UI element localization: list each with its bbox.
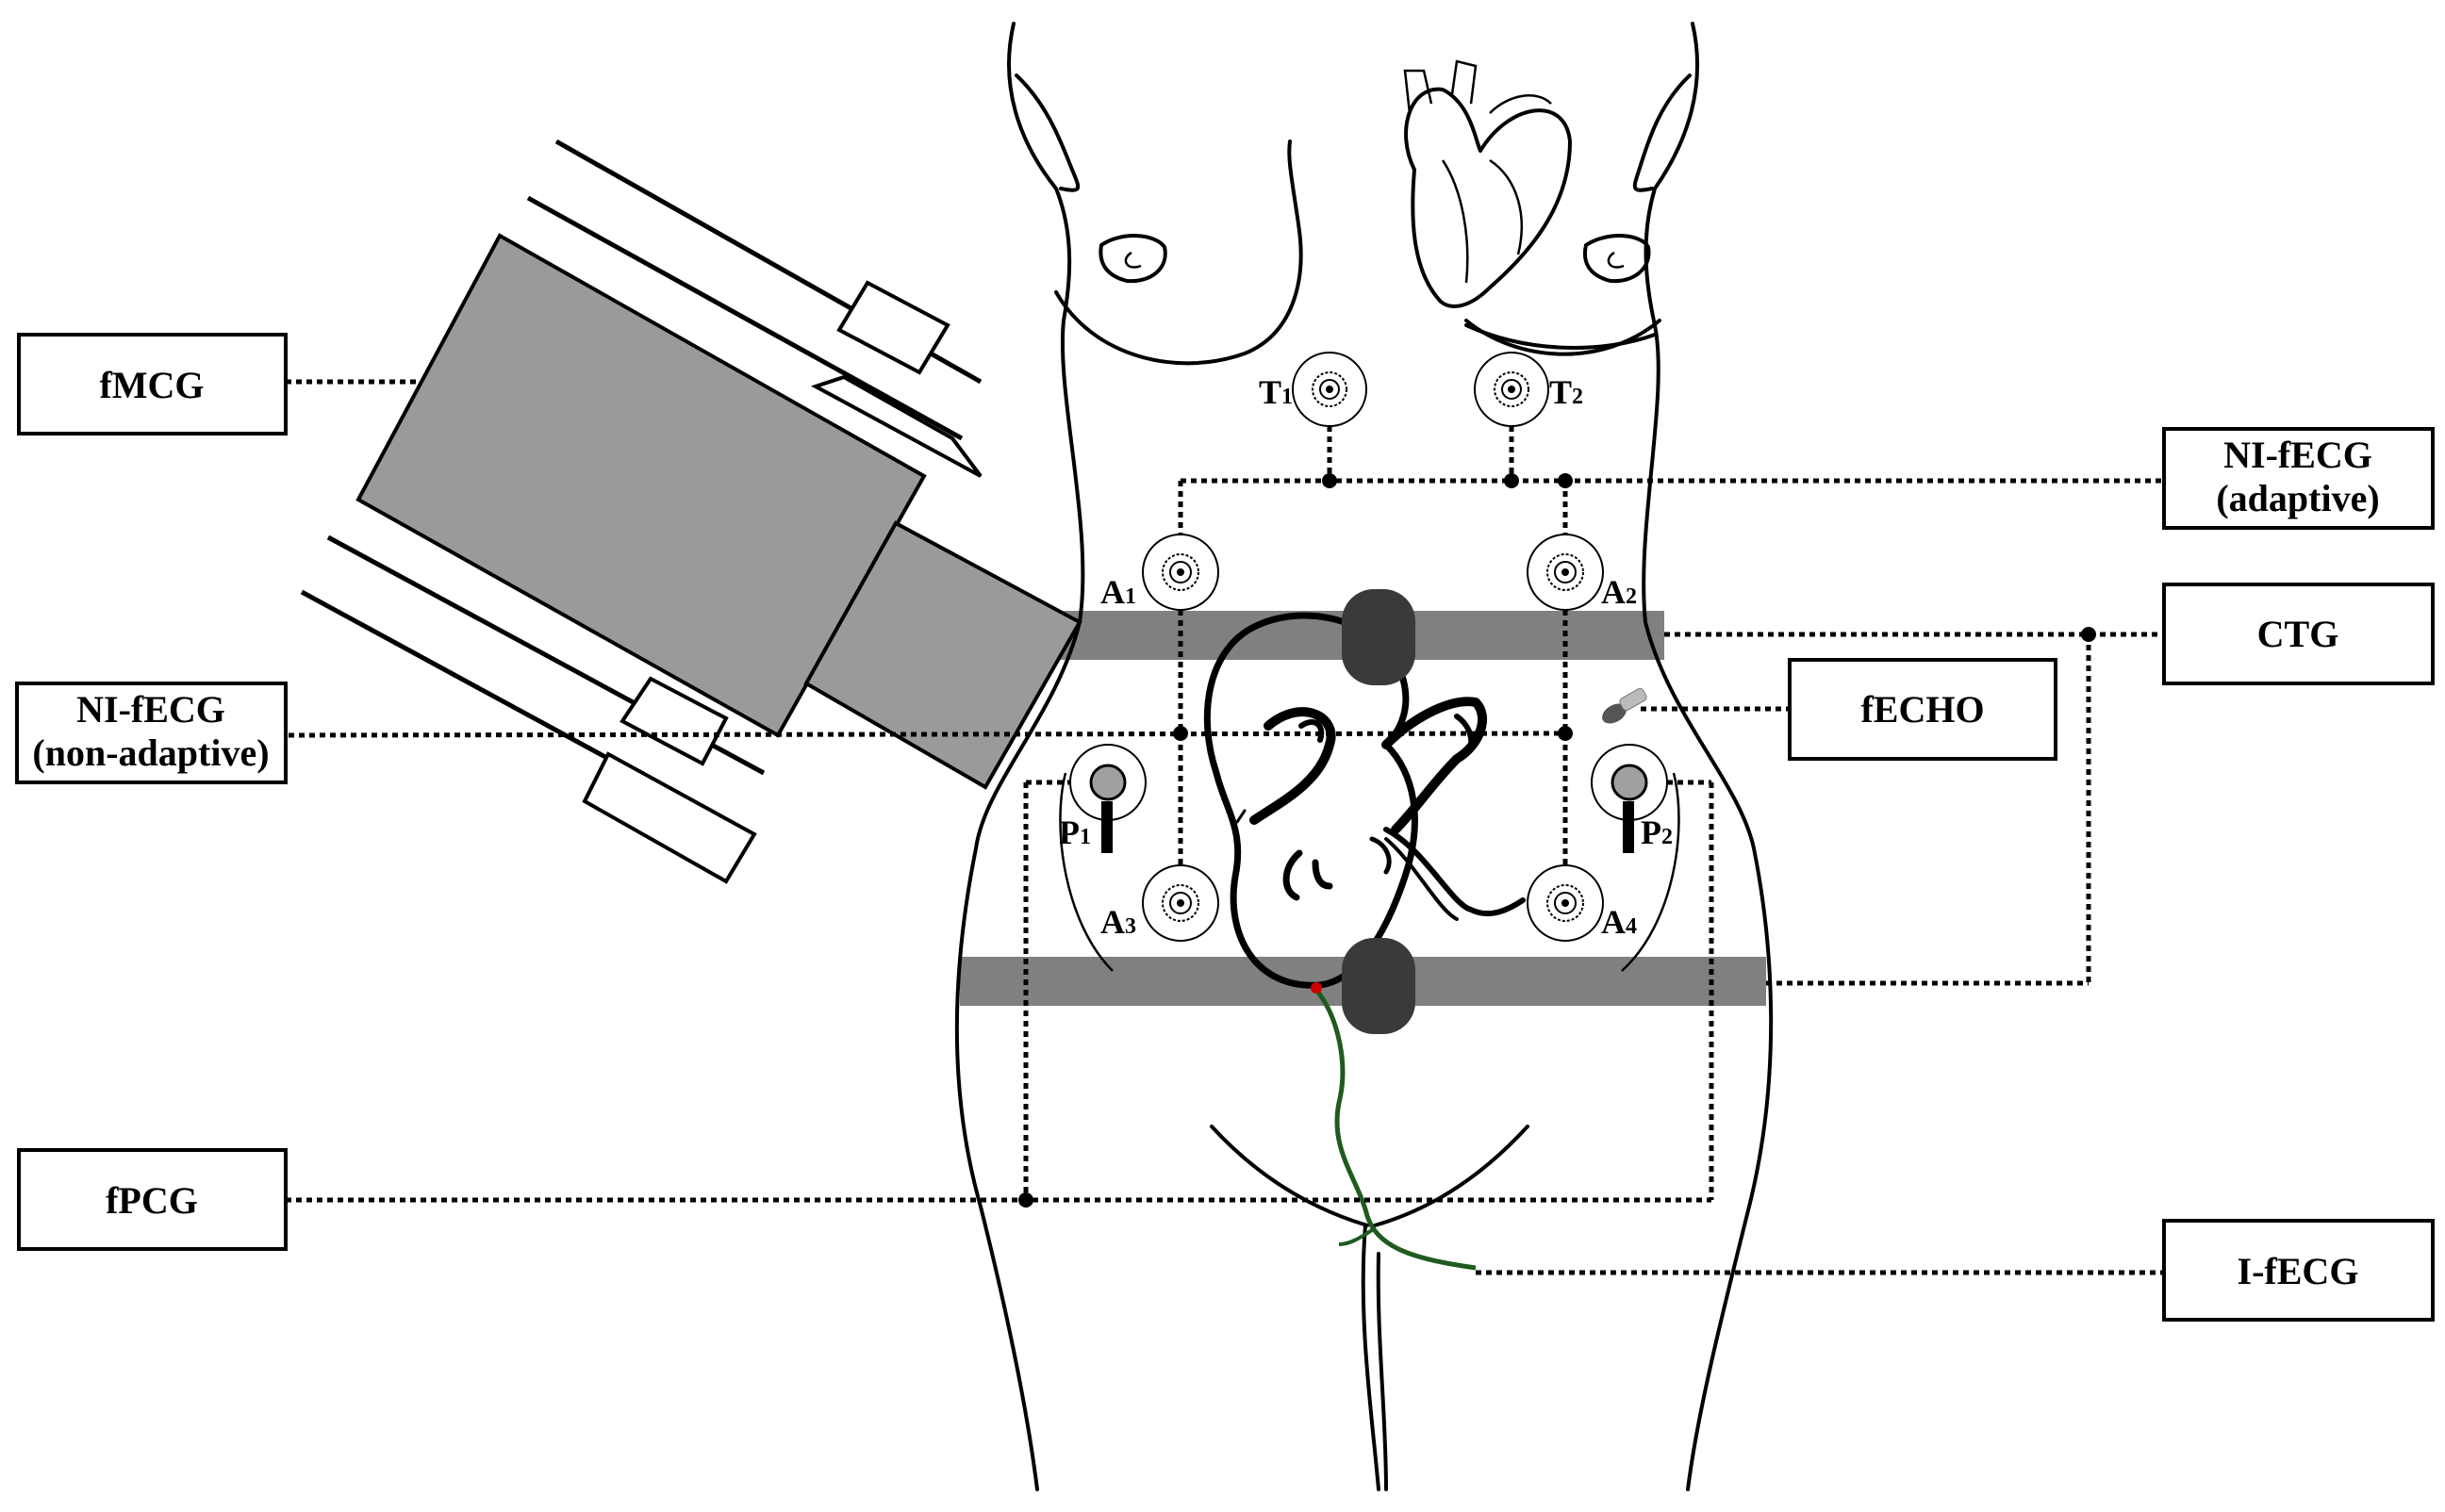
electrode-labels: T1 T2 A1 A2 A3 A4 P1 P2 (1059, 373, 1673, 941)
label-a4: A4 (1601, 903, 1637, 941)
scalp-electrode-tip (1311, 982, 1322, 994)
groin-left (1210, 1125, 1369, 1227)
fetus-arm-inner (1298, 719, 1325, 743)
phonocardiography-sensors (1069, 744, 1668, 853)
electrode-a4 (1527, 864, 1604, 942)
left-arm-contour (1015, 74, 1081, 192)
fetus-ear (1369, 836, 1392, 875)
label-box-fpcg: fPCG (17, 1148, 288, 1251)
right-nipple-center (1607, 251, 1625, 269)
label-t1: T1 (1259, 373, 1293, 411)
label-box-ni-fecg-non-adaptive: NI-fECG (non-adaptive) (15, 682, 288, 784)
fpcg-label: fPCG (106, 1179, 198, 1222)
left-body-contour (954, 22, 1085, 1491)
label-box-i-fecg: I-fECG (2162, 1219, 2435, 1322)
label-p1: P1 (1059, 814, 1091, 851)
right-hip-curve (1621, 772, 1680, 972)
upper-ctg-transducer (1342, 589, 1415, 685)
left-breast (1054, 140, 1303, 366)
ultrasound-probe-icon (1602, 687, 1647, 724)
label-a1: A1 (1100, 573, 1136, 611)
maternal-body-outline (954, 22, 1774, 1491)
left-hip-curve (1059, 772, 1114, 972)
ni-fecg-non-adaptive-label-line1: NI-fECG (76, 688, 225, 731)
fetus-eye (1282, 849, 1303, 901)
label-a3: A3 (1100, 903, 1136, 941)
maternal-heart-icon (1403, 59, 1572, 308)
right-arm-contour (1632, 74, 1692, 192)
right-nipple (1583, 234, 1651, 284)
scalp-electrode (1311, 982, 1477, 1271)
scalp-electrode-wire (1314, 988, 1477, 1271)
fetus-arm (1249, 707, 1336, 825)
ni-fecg-non-adaptive-label-line2: (non-adaptive) (32, 731, 269, 774)
inner-leg-right (1376, 1252, 1388, 1491)
label-a2: A2 (1601, 573, 1637, 611)
fetus-mouth (1312, 859, 1333, 890)
sensor-p1 (1069, 744, 1147, 853)
lower-ctg-transducer (1342, 938, 1415, 1034)
label-box-ni-fecg-adaptive: NI-fECG (adaptive) (2162, 427, 2435, 530)
label-box-fmcg: fMCG (17, 333, 288, 436)
groin-right (1373, 1125, 1529, 1227)
label-p2: P2 (1641, 814, 1673, 851)
ni-fecg-adaptive-label-line2: (adaptive) (2216, 477, 2379, 519)
electrode-a2 (1527, 534, 1604, 611)
left-nipple (1099, 234, 1167, 284)
i-fecg-label: I-fECG (2238, 1250, 2359, 1292)
ctg-label: CTG (2257, 613, 2339, 655)
electrode-a1 (1142, 534, 1219, 611)
fetus-illustration (1203, 612, 1526, 989)
umbilical-cord (1383, 827, 1526, 917)
fecho-label: fECHO (1860, 688, 1984, 731)
umbilical-cord-inner (1384, 837, 1459, 921)
right-breast-underline (1464, 323, 1657, 350)
electrode-t1 (1292, 352, 1367, 427)
thoracic-electrodes (1292, 352, 1549, 427)
electrode-a3 (1142, 864, 1219, 942)
fetus-foot (1454, 714, 1475, 757)
fmcg-magnetometer (300, 139, 1082, 884)
ni-fecg-adaptive-label-line1: NI-fECG (2223, 434, 2372, 476)
fetus-leg (1381, 697, 1488, 834)
right-body-contour (1642, 22, 1774, 1491)
scalp-electrode-branch (1338, 1228, 1374, 1246)
abdominal-electrodes (1142, 534, 1604, 942)
inner-leg-left (1361, 1224, 1380, 1491)
label-box-fecho: fECHO (1788, 658, 2057, 761)
left-nipple-center (1124, 251, 1142, 269)
fetus-small-detail (1235, 809, 1247, 824)
fmcg-label: fMCG (99, 364, 204, 406)
label-box-ctg: CTG (2162, 583, 2435, 685)
ctg-transducers (1342, 589, 1415, 1034)
junction-nodes (1018, 473, 2096, 1208)
label-t2: T2 (1549, 373, 1583, 411)
connector-lines (277, 379, 2164, 1275)
magnetometer-nose (803, 520, 1082, 790)
electrode-t2 (1474, 352, 1549, 427)
fetus-body (1203, 612, 1418, 989)
